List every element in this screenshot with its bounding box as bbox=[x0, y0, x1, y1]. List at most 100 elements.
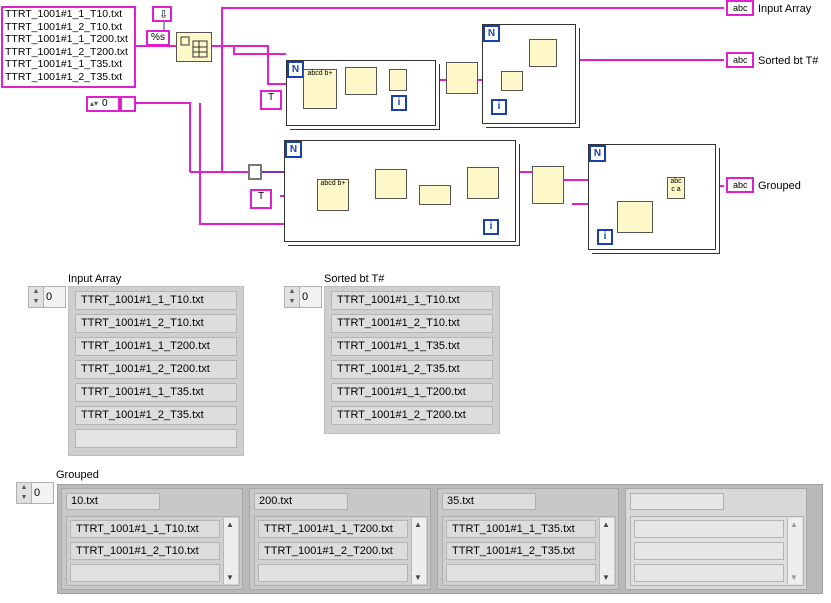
match-pattern-node[interactable]: abcd b+ bbox=[303, 69, 337, 109]
array-element[interactable]: TTRT_1001#1_2_T10.txt bbox=[75, 314, 237, 333]
list-item-empty[interactable] bbox=[70, 564, 220, 582]
scrollbar[interactable]: ▲ ▼ bbox=[223, 518, 238, 584]
list-item-empty[interactable] bbox=[446, 564, 596, 582]
loop-index-terminal: i bbox=[391, 95, 407, 111]
array-element[interactable]: TTRT_1001#1_1_T10.txt bbox=[331, 291, 493, 310]
list-item[interactable] bbox=[634, 564, 784, 582]
loop-index-terminal: i bbox=[483, 219, 499, 235]
convert-node[interactable] bbox=[389, 69, 407, 91]
index-spin-icon[interactable]: ▲▼ bbox=[285, 287, 300, 307]
group-list[interactable]: ▲ ▼ bbox=[630, 516, 804, 586]
array-element[interactable]: TTRT_1001#1_1_T35.txt bbox=[75, 383, 237, 402]
string-constant-line: TTRT_1001#1_1_T200.txt bbox=[5, 33, 128, 46]
scrollbar[interactable]: ▲ ▼ bbox=[599, 518, 614, 584]
scroll-up-icon[interactable]: ▲ bbox=[602, 520, 610, 529]
list-item[interactable]: TTRT_1001#1_1_T200.txt bbox=[258, 520, 408, 538]
array-element[interactable]: TTRT_1001#1_2_T10.txt bbox=[331, 314, 493, 333]
loop-count-terminal: N bbox=[285, 141, 302, 158]
spin-icon: ▴▾ bbox=[90, 99, 99, 108]
array-element[interactable]: TTRT_1001#1_1_T10.txt bbox=[75, 291, 237, 310]
search-split-node[interactable] bbox=[345, 67, 377, 95]
index-spin-icon[interactable]: ▲▼ bbox=[17, 483, 32, 503]
scroll-up-icon[interactable]: ▲ bbox=[790, 520, 798, 529]
for-loop-3[interactable]: N i abcd b+ bbox=[284, 140, 516, 242]
sort-node[interactable] bbox=[446, 62, 478, 94]
scroll-down-icon[interactable]: ▼ bbox=[790, 573, 798, 582]
build-array-node[interactable] bbox=[419, 185, 451, 205]
index-value: 0 bbox=[34, 487, 41, 499]
for-loop-4[interactable]: N i abc c a bbox=[588, 144, 716, 250]
array-element[interactable]: TTRT_1001#1_2_T35.txt bbox=[331, 360, 493, 379]
array-element[interactable]: TTRT_1001#1_2_T200.txt bbox=[331, 406, 493, 425]
group-name bbox=[630, 493, 724, 510]
index-array-node[interactable] bbox=[529, 39, 557, 67]
match-pattern-node[interactable]: abcd b+ bbox=[317, 179, 349, 211]
sorted-terminal[interactable]: abc bbox=[726, 52, 754, 68]
sorted-index[interactable]: ▲▼ 0 bbox=[284, 286, 322, 308]
grouped-terminal[interactable]: abc bbox=[726, 177, 754, 193]
list-item[interactable]: TTRT_1001#1_2_T35.txt bbox=[446, 542, 596, 560]
search-node[interactable] bbox=[375, 169, 407, 199]
group-list[interactable]: TTRT_1001#1_1_T10.txt TTRT_1001#1_2_T10.… bbox=[66, 516, 240, 586]
loop-index-terminal: i bbox=[491, 99, 507, 115]
scroll-up-icon[interactable]: ▲ bbox=[226, 520, 234, 529]
group-cluster[interactable]: 35.txt TTRT_1001#1_1_T35.txt TTRT_1001#1… bbox=[437, 488, 619, 590]
unbundle-node[interactable] bbox=[501, 71, 523, 91]
down-arrow-constant[interactable]: ⇩ bbox=[152, 6, 172, 22]
down-arrow-icon: ⇩ bbox=[159, 9, 169, 21]
t-constant-2[interactable]: T bbox=[250, 189, 272, 209]
group-list[interactable]: TTRT_1001#1_1_T200.txt TTRT_1001#1_2_T20… bbox=[254, 516, 428, 586]
sorted-array-indicator[interactable]: TTRT_1001#1_1_T10.txt TTRT_1001#1_2_T10.… bbox=[324, 286, 500, 434]
string-array-constant[interactable]: TTRT_1001#1_1_T10.txt TTRT_1001#1_2_T10.… bbox=[1, 6, 136, 88]
array-node[interactable] bbox=[532, 166, 564, 204]
array-element[interactable]: TTRT_1001#1_1_T200.txt bbox=[75, 337, 237, 356]
for-loop-1[interactable]: N i abcd b+ bbox=[286, 60, 436, 126]
index-spin-icon[interactable]: ▲▼ bbox=[29, 287, 44, 307]
scroll-down-icon[interactable]: ▼ bbox=[414, 573, 422, 582]
scroll-down-icon[interactable]: ▼ bbox=[602, 573, 610, 582]
array-element[interactable]: TTRT_1001#1_2_T35.txt bbox=[75, 406, 237, 425]
list-item[interactable] bbox=[634, 520, 784, 538]
array-element[interactable]: TTRT_1001#1_1_T35.txt bbox=[331, 337, 493, 356]
array-element-empty[interactable] bbox=[75, 429, 237, 448]
array-element[interactable]: TTRT_1001#1_1_T200.txt bbox=[331, 383, 493, 402]
group-name: 200.txt bbox=[254, 493, 348, 510]
scroll-down-icon[interactable]: ▼ bbox=[226, 573, 234, 582]
list-item-empty[interactable] bbox=[258, 564, 408, 582]
scrollbar[interactable]: ▲ ▼ bbox=[411, 518, 426, 584]
group-cluster-empty[interactable]: ▲ ▼ bbox=[625, 488, 807, 590]
list-item[interactable] bbox=[634, 542, 784, 560]
group-cluster[interactable]: 10.txt TTRT_1001#1_1_T10.txt TTRT_1001#1… bbox=[61, 488, 243, 590]
t-constant-1[interactable]: T bbox=[260, 90, 282, 110]
scroll-up-icon[interactable]: ▲ bbox=[414, 520, 422, 529]
list-item[interactable]: TTRT_1001#1_1_T35.txt bbox=[446, 520, 596, 538]
string-constant-line: TTRT_1001#1_1_T10.txt bbox=[5, 8, 123, 20]
input-array-terminal[interactable]: abc bbox=[726, 0, 754, 16]
scan-string-node[interactable] bbox=[176, 32, 212, 62]
numeric-constant-value: 0 bbox=[102, 98, 108, 109]
list-item[interactable]: TTRT_1001#1_2_T200.txt bbox=[258, 542, 408, 560]
list-item[interactable]: TTRT_1001#1_1_T10.txt bbox=[70, 520, 220, 538]
group-list[interactable]: TTRT_1001#1_1_T35.txt TTRT_1001#1_2_T35.… bbox=[442, 516, 616, 586]
grouped-index[interactable]: ▲▼ 0 bbox=[16, 482, 54, 504]
numeric-constant[interactable]: ▴▾ 0 bbox=[86, 96, 120, 112]
scan-string-icon bbox=[180, 36, 208, 58]
bundle-node[interactable]: abc c a bbox=[667, 177, 685, 199]
array-constant-box[interactable] bbox=[120, 96, 136, 112]
input-array-index[interactable]: ▲▼ 0 bbox=[28, 286, 66, 308]
input-array-control[interactable]: TTRT_1001#1_1_T10.txt TTRT_1001#1_2_T10.… bbox=[68, 286, 244, 456]
empty-constant[interactable] bbox=[248, 164, 262, 180]
format-string-constant[interactable]: %s bbox=[146, 30, 170, 46]
replace-node[interactable] bbox=[467, 167, 499, 199]
scrollbar[interactable]: ▲ ▼ bbox=[787, 518, 802, 584]
grouped-label: Grouped bbox=[56, 469, 99, 481]
array-subset-node[interactable] bbox=[617, 201, 653, 233]
index-value: 0 bbox=[302, 291, 309, 303]
list-item[interactable]: TTRT_1001#1_2_T10.txt bbox=[70, 542, 220, 560]
for-loop-2[interactable]: N i bbox=[482, 24, 576, 124]
group-cluster[interactable]: 200.txt TTRT_1001#1_1_T200.txt TTRT_1001… bbox=[249, 488, 431, 590]
sorted-terminal-label: Sorted bt T# bbox=[758, 55, 819, 67]
sorted-label: Sorted bt T# bbox=[324, 273, 385, 285]
terminal-glyph: abc bbox=[733, 3, 748, 13]
array-element[interactable]: TTRT_1001#1_2_T200.txt bbox=[75, 360, 237, 379]
